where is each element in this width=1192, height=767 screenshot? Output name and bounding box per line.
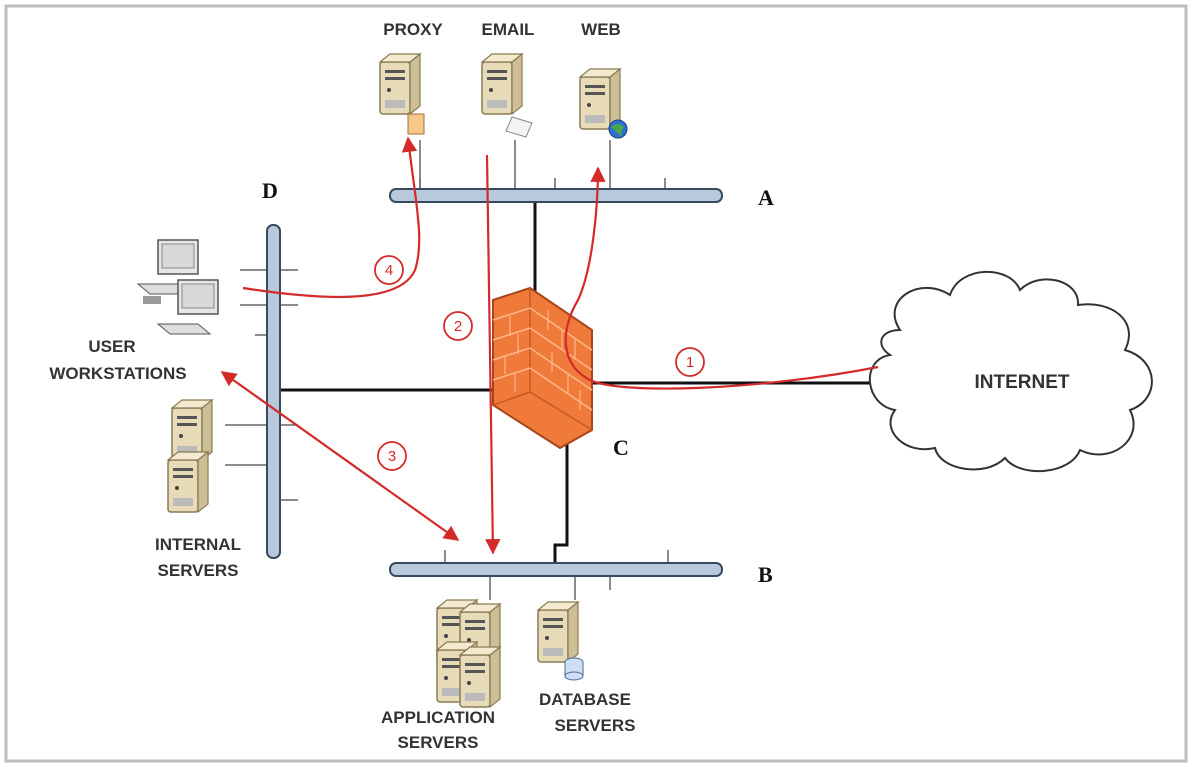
internet-cloud-icon — [868, 270, 1153, 473]
proxy-label: PROXY — [383, 20, 443, 39]
step-1-badge: 1 — [675, 347, 705, 377]
flow-2-arrow — [485, 154, 501, 555]
internal-servers-label-line1: INTERNAL — [155, 535, 241, 554]
proxy-server-icon — [379, 53, 425, 135]
svg-text:4: 4 — [385, 262, 393, 279]
zone-d-label: D — [262, 178, 278, 203]
svg-text:1: 1 — [686, 354, 694, 371]
database-servers-icon — [537, 601, 584, 681]
application-servers-label-line1: APPLICATION — [381, 708, 495, 727]
flow-3-arrow — [220, 371, 460, 541]
step-3-badge: 3 — [377, 441, 407, 471]
web-label: WEB — [581, 20, 621, 39]
bus-b — [389, 550, 723, 600]
internet-label: INTERNET — [975, 372, 1070, 393]
application-servers-label-line2: SERVERS — [398, 733, 479, 752]
email-label: EMAIL — [482, 20, 535, 39]
database-servers-label-line1: DATABASE — [539, 690, 631, 709]
user-workstations-label-line1: USER — [88, 337, 135, 356]
step-2-badge: 2 — [443, 311, 473, 341]
user-workstations-label-line2: WORKSTATIONS — [49, 364, 186, 383]
zone-c-label: C — [613, 435, 629, 460]
application-servers-icon — [436, 599, 501, 708]
database-servers-label-line2: SERVERS — [555, 716, 636, 735]
svg-text:2: 2 — [454, 318, 462, 335]
zone-a-label: A — [758, 185, 774, 210]
flow-4-arrow — [242, 136, 421, 299]
internal-servers-icon — [167, 399, 213, 513]
bus-a — [389, 140, 723, 203]
web-server-icon — [579, 68, 628, 139]
workstations-icon — [136, 239, 219, 335]
svg-text:3: 3 — [388, 448, 396, 465]
zone-b-label: B — [758, 562, 773, 587]
flow-1-arrow — [564, 166, 879, 390]
link-firewall-b — [553, 440, 569, 568]
internal-servers-label-line2: SERVERS — [158, 561, 239, 580]
email-server-icon — [481, 53, 533, 138]
step-4-badge: 4 — [374, 255, 404, 285]
